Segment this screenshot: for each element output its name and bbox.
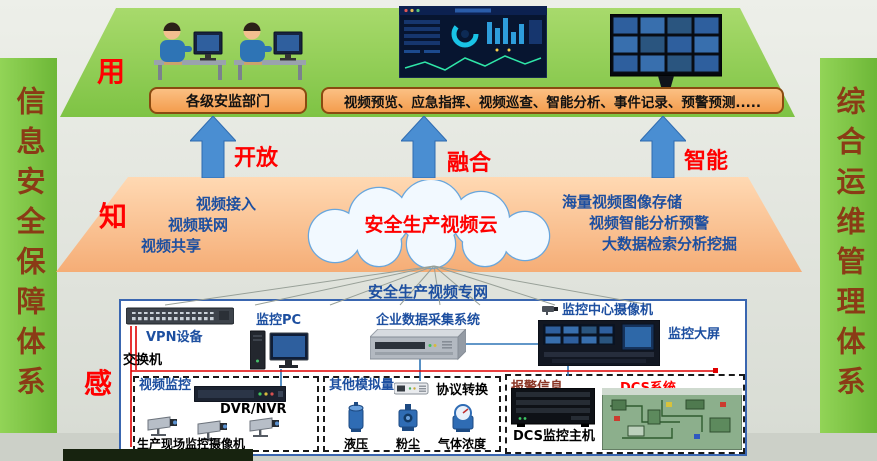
functions-box: 视频预览、应急指挥、视频巡查、智能分析、事件记录、预警预测.....: [321, 87, 784, 114]
sensor-label-gas: 气体浓度: [438, 437, 487, 451]
know-right-item-3: 大数据检索分析挖掘: [602, 235, 738, 253]
dept-box: 各级安监部门: [149, 87, 307, 114]
up-arrow-icon: [401, 116, 447, 178]
know-right-item-2: 视频智能分析预警: [589, 214, 710, 232]
switch-label: 交换机: [123, 353, 163, 368]
cloud-shape: 安全生产视频云: [283, 180, 579, 270]
cctv-camera-icon: [146, 413, 182, 436]
dcs-screenshot-image: [602, 388, 742, 450]
cameras-label: 生产现场监控摄像机: [137, 437, 246, 451]
daq-server-icon: [370, 329, 466, 361]
switch-device: [126, 307, 234, 325]
center-camera-label: 监控中心摄像机: [562, 303, 654, 318]
dashboard-screen-image: [399, 6, 547, 78]
protocol-converter-device: [394, 381, 430, 396]
cctv-camera-icon: [248, 414, 284, 437]
converter-label: 协议转换: [436, 383, 489, 398]
use-tag: 用: [97, 55, 126, 88]
know-left-item-1: 视频接入: [196, 195, 257, 213]
sensor-label-dust: 粉尘: [396, 437, 421, 451]
big-screen-label: 监控大屏: [668, 327, 721, 342]
bottom-dark-strip: [63, 449, 253, 461]
analog-group-title: 其他模拟量: [329, 378, 395, 393]
know-left-item-2: 视频联网: [168, 216, 229, 234]
workstation-icon: [152, 16, 230, 86]
dvr-device: [194, 386, 286, 402]
video-wall-image: [610, 14, 722, 98]
up-arrow-icon: [190, 116, 236, 178]
video-group-title: 视频监控: [139, 378, 192, 393]
sidebar-right-text: 综合运维管理体系: [832, 85, 866, 406]
cctv-camera-icon: [196, 417, 232, 440]
sensor-label-hydraulic: 液压: [344, 437, 369, 451]
pc-icon: [250, 329, 310, 371]
center-camera-icon: [542, 303, 560, 315]
network-label: 安全生产视频专网: [368, 283, 489, 301]
know-tag: 知: [99, 200, 128, 233]
dcs-host-device: [511, 388, 595, 428]
pc-label: 监控PC: [256, 313, 302, 328]
sidebar-left-text: 信息安全保障体系: [12, 85, 46, 406]
know-right-item-1: 海量视频图像存储: [562, 193, 683, 211]
hydraulic-sensor-icon: [344, 402, 368, 434]
up-arrow-icon: [640, 116, 686, 178]
gas-sensor-icon: [450, 402, 476, 434]
control-room-image: [538, 320, 660, 366]
sidebar-left: 信息安全保障体系: [0, 58, 57, 433]
dvr-label: DVR/NVR: [220, 402, 287, 417]
sidebar-right: 综合运维管理体系: [820, 58, 877, 433]
know-left-item-3: 视频共享: [141, 237, 202, 255]
workstation-icon: [232, 16, 310, 86]
cloud-title: 安全生产视频云: [364, 214, 498, 236]
arrow-label-intelligent: 智能: [684, 149, 729, 174]
dust-sensor-icon: [396, 402, 420, 434]
daq-label: 企业数据采集系统: [376, 313, 481, 328]
vpn-label: VPN设备: [146, 330, 203, 345]
arrow-label-fusion: 融合: [447, 151, 492, 176]
sense-tag: 感: [84, 367, 113, 400]
dcs-host-label: DCS监控主机: [513, 429, 595, 444]
arrow-label-open: 开放: [234, 146, 279, 171]
